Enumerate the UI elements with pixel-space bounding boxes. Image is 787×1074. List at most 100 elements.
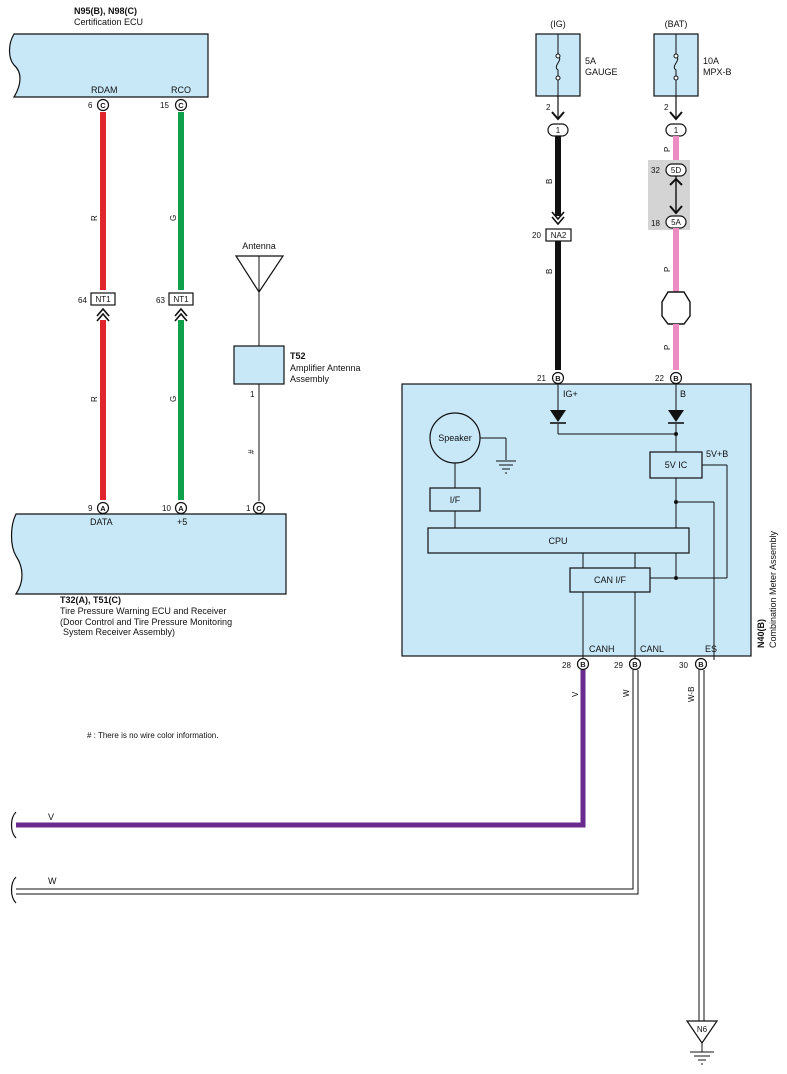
green-wire-code-lower: G	[169, 396, 178, 402]
svg-text:1: 1	[556, 126, 561, 135]
svg-text:B: B	[545, 269, 554, 274]
wire-color-note: # : There is no wire color information.	[87, 731, 218, 740]
amplifier-box	[233, 345, 285, 385]
red-wire-code-upper: R	[90, 215, 99, 221]
svg-text:20: 20	[532, 231, 541, 240]
svg-text:P: P	[663, 267, 672, 272]
ic-label: 5V IC	[665, 460, 688, 470]
svg-text:A: A	[178, 504, 184, 513]
rdam-label: RDAM	[91, 85, 118, 95]
can-if-box	[569, 567, 651, 593]
svg-text:15: 15	[160, 101, 169, 110]
cpu-label: CPU	[548, 536, 567, 546]
svg-text:2: 2	[546, 103, 551, 112]
speaker-icon	[429, 412, 481, 464]
green-wire: G G	[169, 112, 184, 500]
meter-pin-21: 21 B	[537, 371, 565, 385]
svg-text:B: B	[632, 660, 638, 669]
svg-text:28: 28	[562, 661, 571, 670]
svg-text:B: B	[580, 660, 586, 669]
svg-text:V: V	[571, 691, 580, 697]
antenna-code: T52	[290, 351, 306, 361]
svg-text:B: B	[673, 374, 679, 383]
svg-text:32: 32	[651, 166, 660, 175]
svg-text:NT1: NT1	[173, 295, 189, 304]
bus-v-label: V	[48, 812, 54, 822]
diode-icon	[550, 410, 566, 422]
red-wire-code-lower: R	[90, 396, 99, 402]
junction-octagon	[661, 291, 691, 325]
svg-text:30: 30	[679, 661, 688, 670]
svg-text:MPX-B: MPX-B	[703, 67, 732, 77]
ground-n6: N6	[685, 1020, 719, 1065]
svg-text:9: 9	[88, 504, 93, 513]
ic-out-label: 5V+B	[706, 449, 728, 459]
ground-triangle-icon	[685, 1020, 719, 1045]
svg-text:NA2: NA2	[551, 231, 567, 240]
svg-text:C: C	[256, 504, 262, 513]
antenna: Antenna T52 Amplifier Antenna Assembly 1…	[233, 241, 361, 501]
svg-text:5A: 5A	[671, 218, 681, 227]
b-label: B	[680, 389, 686, 399]
meter-pin-29: 29 B	[614, 657, 642, 671]
svg-text:63: 63	[156, 296, 165, 305]
svg-text:64: 64	[78, 296, 87, 305]
ecu-pin-15: 15 C	[160, 98, 188, 112]
ic-box	[649, 451, 703, 479]
es-label: ES	[705, 644, 717, 654]
svg-text:1: 1	[674, 126, 679, 135]
can-bus-wiring: V W W-B V W	[10, 670, 705, 1021]
svg-text:C: C	[100, 101, 106, 110]
can-if-label: CAN I/F	[594, 575, 627, 585]
antenna-wire-code: #	[247, 449, 256, 454]
svg-text:5A: 5A	[585, 56, 596, 66]
tpms-ecu-name-1: Tire Pressure Warning ECU and Receiver	[60, 606, 226, 616]
svg-text:10: 10	[162, 504, 171, 513]
svg-text:W: W	[622, 689, 631, 697]
meter-pin-30: 30 B	[679, 657, 708, 671]
nt1-connector-green: 63 NT1	[156, 292, 194, 322]
svg-text:5D: 5D	[671, 166, 681, 175]
tpms-ecu-name-3: System Receiver Assembly)	[63, 627, 175, 637]
svg-text:C: C	[178, 101, 184, 110]
svg-text:W-B: W-B	[687, 687, 696, 702]
svg-text:B: B	[545, 179, 554, 184]
fuse-gauge: (IG) 5A GAUGE 2	[535, 19, 618, 112]
tpms-pin-9: 9 A	[88, 501, 110, 515]
antenna-title: Antenna	[242, 241, 276, 251]
svg-text:GAUGE: GAUGE	[585, 67, 618, 77]
tpms-ecu: DATA +5 T32(A), T51(C) Tire Pressure War…	[10, 513, 287, 637]
svg-text:22: 22	[655, 374, 664, 383]
bus-w-label: W	[48, 876, 57, 886]
green-wire-code-upper: G	[169, 215, 178, 221]
iface-label: I/F	[450, 495, 461, 505]
iface-box	[429, 487, 481, 512]
svg-text:21: 21	[537, 374, 546, 383]
canl-label: CANL	[640, 644, 664, 654]
tpms-ecu-code: T32(A), T51(C)	[60, 595, 121, 605]
svg-text:NT1: NT1	[95, 295, 111, 304]
svg-text:18: 18	[651, 219, 660, 228]
ig-plus-label: IG+	[563, 389, 578, 399]
svg-text:(BAT): (BAT)	[665, 19, 688, 29]
svg-text:P: P	[663, 147, 672, 152]
antenna-name-1: Amplifier Antenna	[290, 363, 361, 373]
svg-text:29: 29	[614, 661, 623, 670]
svg-text:B: B	[555, 374, 561, 383]
tpms-pin-1: 1 C	[246, 501, 266, 515]
tpms-ecu-name-2: (Door Control and Tire Pressure Monitori…	[60, 617, 232, 627]
svg-text:2: 2	[664, 103, 669, 112]
ground-label: N6	[697, 1025, 708, 1034]
meter-code: N40(B)	[756, 619, 766, 648]
fuse-mpx-b: (BAT) 10A MPX-B 2	[653, 19, 732, 112]
svg-text:B: B	[698, 660, 704, 669]
rco-label: RCO	[171, 85, 191, 95]
tpms-pin-10: 10 A	[162, 501, 188, 515]
ig-wire: 1 B 20 NA2 B	[532, 96, 572, 370]
svg-text:(IG): (IG)	[550, 19, 566, 29]
speaker-label: Speaker	[438, 433, 472, 443]
svg-text:6: 6	[88, 101, 93, 110]
ground-icon	[496, 460, 516, 474]
certification-ecu-code: N95(B), N98(C)	[74, 6, 137, 16]
meter-name: Combination Meter Assembly	[768, 530, 778, 648]
